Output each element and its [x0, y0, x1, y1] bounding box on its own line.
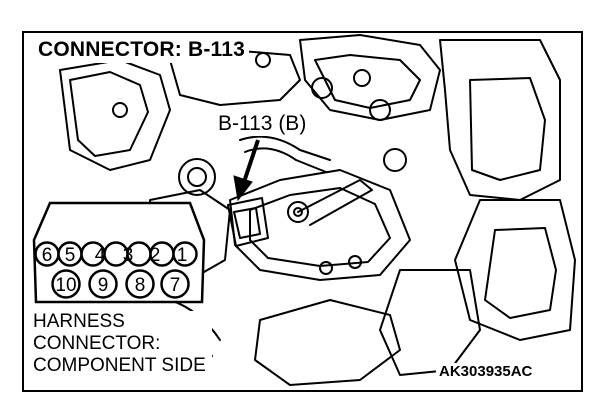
- pin-5: 5: [65, 245, 76, 266]
- pin-3: 3: [123, 245, 134, 266]
- pin-6: 6: [42, 245, 53, 266]
- harness-caption: HARNESS CONNECTOR: COMPONENT SIDE: [27, 311, 212, 379]
- pin-4: 4: [95, 245, 106, 266]
- caption-line: COMPONENT SIDE: [33, 355, 206, 376]
- pin-9: 9: [98, 275, 109, 296]
- harness-connector-face: [32, 201, 206, 304]
- pin-1: 1: [177, 245, 188, 266]
- pin-10: 10: [55, 275, 76, 296]
- connector-title: CONNECTOR: B-113: [36, 38, 250, 63]
- caption-line: CONNECTOR:: [33, 333, 161, 354]
- pin-7: 7: [170, 275, 181, 296]
- pin-2: 2: [150, 245, 161, 266]
- caption-line: HARNESS: [33, 311, 125, 332]
- pin-8: 8: [135, 275, 146, 296]
- figure-code: AK303935AC: [436, 363, 536, 380]
- callout-label: B-113 (B): [213, 112, 312, 136]
